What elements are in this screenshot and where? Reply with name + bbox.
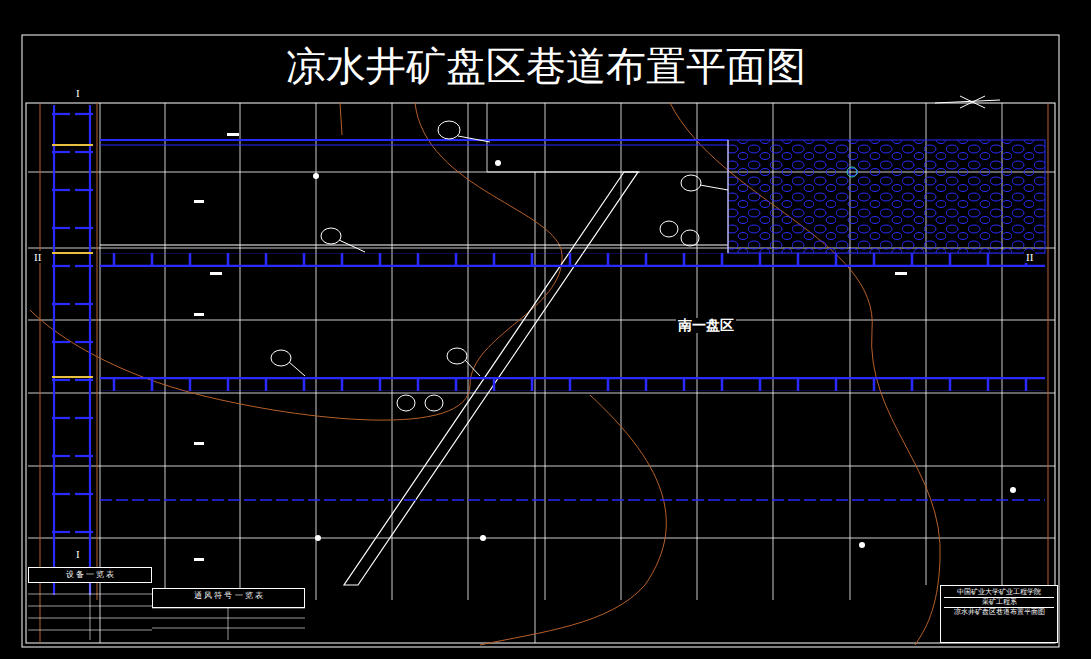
map-title: 凉水井矿盘区巷道布置平面图: [0, 44, 1091, 90]
table-text: 通 风 符 号 一 览 表: [156, 591, 301, 601]
panel-name: 南一盘区: [676, 318, 736, 333]
legend-table: 设 备 一 览 表: [28, 567, 152, 583]
section-mark: II: [1024, 251, 1035, 263]
legend-table: 通 风 符 号 一 览 表: [152, 588, 305, 608]
title-block: 中国矿业大学矿业工程学院采矿工程系凉水井矿盘区巷道布置平面图: [940, 585, 1058, 643]
section-mark: I: [74, 548, 82, 560]
table-text: 中国矿业大学矿业工程学院: [944, 588, 1054, 598]
section-mark: I: [74, 87, 82, 99]
section-mark: II: [32, 251, 43, 263]
table-text: 采矿工程系: [944, 598, 1054, 608]
table-text: 设 备 一 览 表: [32, 570, 148, 580]
table-text: 凉水井矿盘区巷道布置平面图: [944, 608, 1054, 617]
